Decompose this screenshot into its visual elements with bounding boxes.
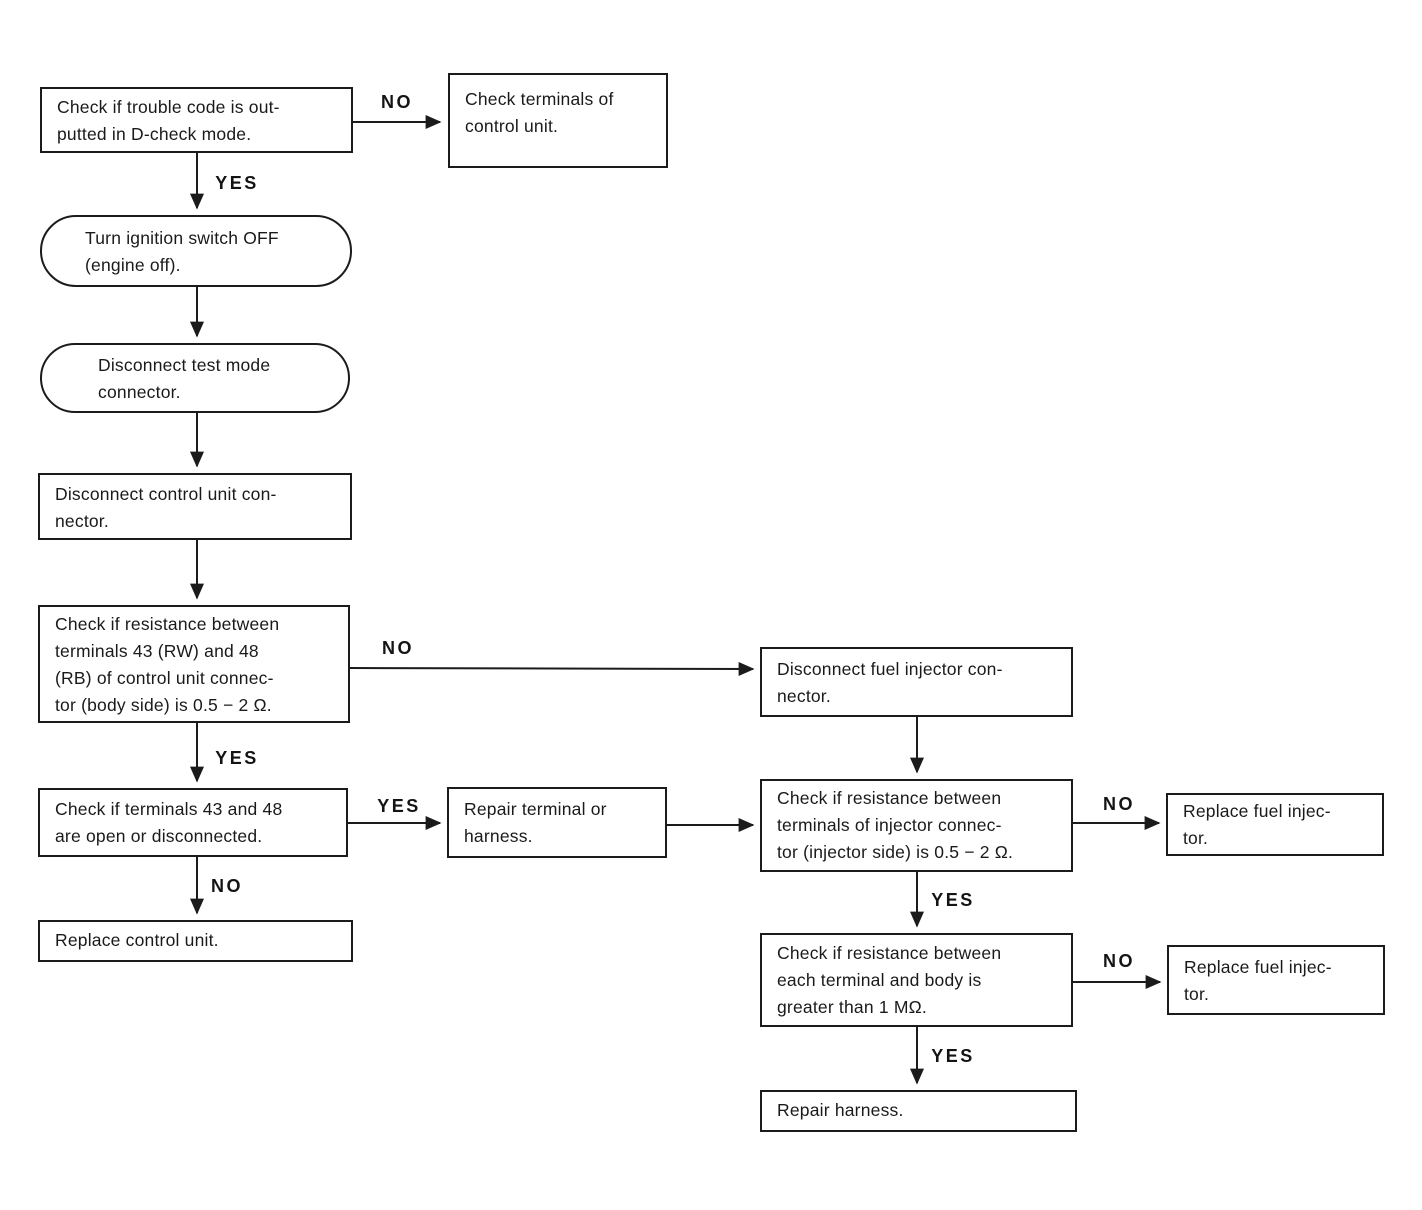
node-check-terminals-43-48-open: Check if terminals 43 and 48 are open or… (38, 788, 348, 857)
node-trouble-code-check: Check if trouble code is out- putted in … (40, 87, 353, 153)
node-repair-terminal-or-harness: Repair terminal or harness. (447, 787, 667, 858)
node-replace-control-unit: Replace control unit. (38, 920, 353, 962)
node-disconnect-fuel-injector-connector: Disconnect fuel injector con- nector. (760, 647, 1073, 717)
edge-label-yes-resistance-43-48: YES (215, 748, 259, 768)
edge-label-no-terminal-body: NO (1103, 951, 1135, 971)
edge-label-yes-terminal-body: YES (931, 1046, 975, 1066)
node-check-resistance-43-48: Check if resistance between terminals 43… (38, 605, 350, 723)
node-disconnect-test-mode-connector: Disconnect test mode connector. (40, 343, 350, 413)
edge-label-yes-injector-connector: YES (931, 890, 975, 910)
node-replace-fuel-injector-1: Replace fuel injec- tor. (1166, 793, 1384, 856)
node-check-terminals-of-control-unit: Check terminals of control unit. (448, 73, 668, 168)
edge-label-no-injector-connector: NO (1103, 794, 1135, 814)
node-turn-ignition-off: Turn ignition switch OFF (engine off). (40, 215, 352, 287)
node-check-resistance-injector-connector: Check if resistance between terminals of… (760, 779, 1073, 872)
edge-label-yes-trouble-code: YES (215, 173, 259, 193)
node-replace-fuel-injector-2: Replace fuel injec- tor. (1167, 945, 1385, 1015)
edge-label-no-trouble-code: NO (381, 92, 413, 112)
edge-label-no-resistance-43-48: NO (382, 638, 414, 658)
edge-label-no-terminals-open: NO (211, 876, 243, 896)
node-disconnect-control-unit-connector: Disconnect control unit con- nector. (38, 473, 352, 540)
node-check-resistance-terminal-body: Check if resistance between each termina… (760, 933, 1073, 1027)
node-repair-harness: Repair harness. (760, 1090, 1077, 1132)
edge-label-yes-terminals-open: YES (377, 796, 421, 816)
